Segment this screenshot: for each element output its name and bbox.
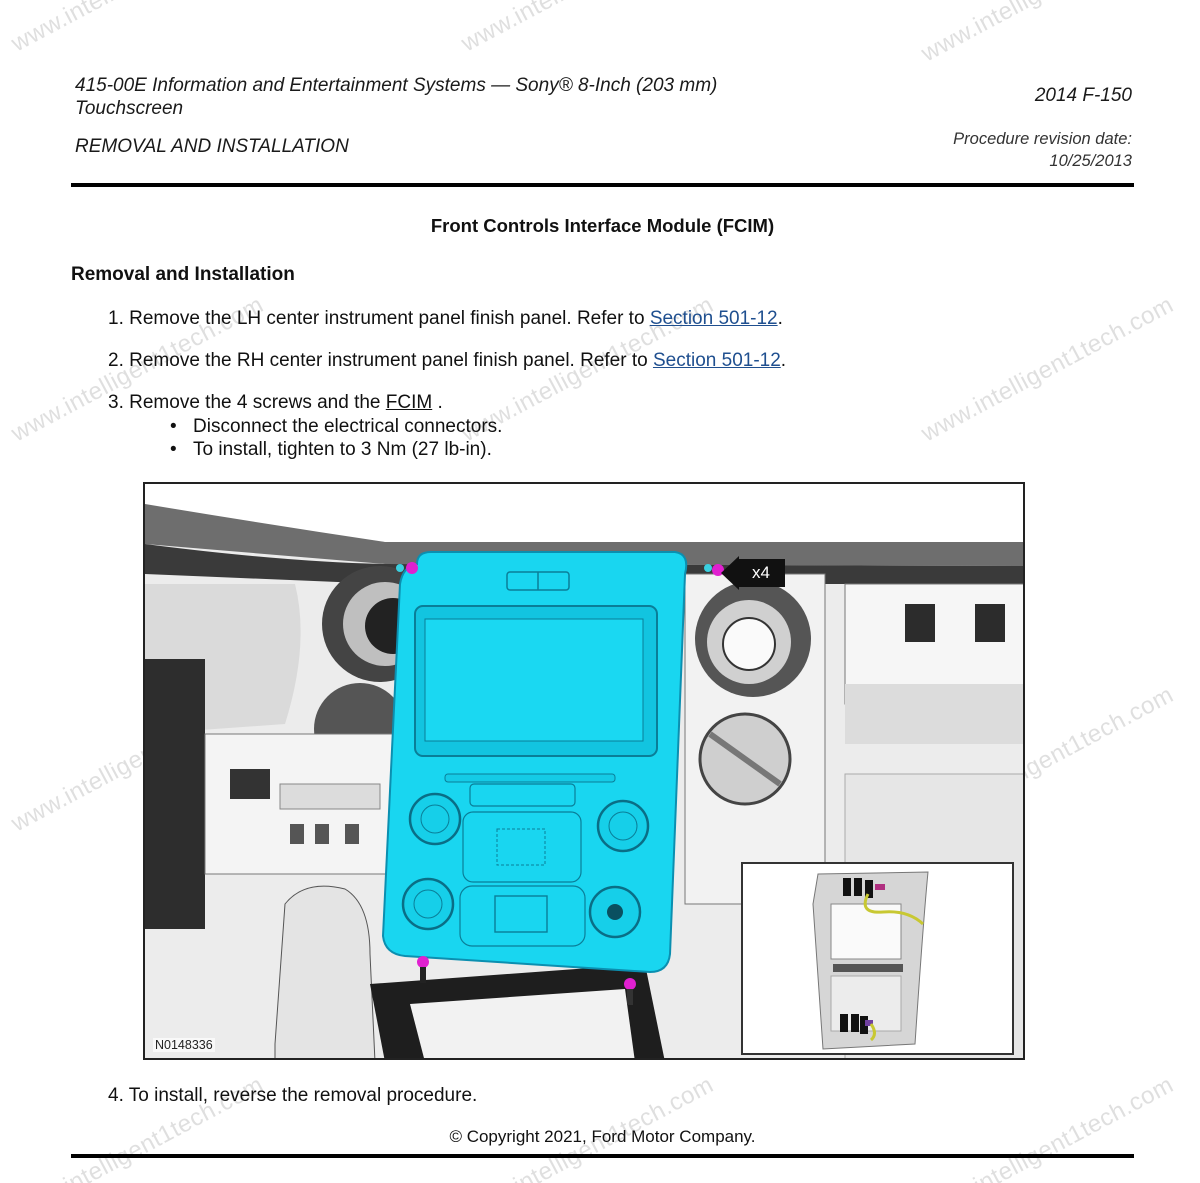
- figure-id: N0148336: [153, 1038, 215, 1052]
- watermark: www.intelligent1tech.com: [917, 0, 1179, 68]
- watermark: www.intelligent1tech.com: [457, 0, 719, 58]
- procedure-type: REMOVAL AND INSTALLATION: [75, 136, 349, 157]
- document-title: Front Controls Interface Module (FCIM): [430, 215, 775, 236]
- step-1: 1. Remove the LH center instrument panel…: [108, 308, 783, 330]
- step-text: To install, reverse the removal procedur…: [128, 1085, 478, 1106]
- step-suffix: .: [777, 308, 783, 329]
- revision-info: Procedure revision date: 10/25/2013: [953, 128, 1132, 172]
- step-number: 3.: [108, 392, 124, 413]
- step-suffix: .: [780, 350, 787, 371]
- copyright-notice: © Copyright 2021, Ford Motor Company.: [449, 1127, 756, 1146]
- manual-section-title: 415-00E Information and Entertainment Sy…: [75, 75, 718, 119]
- dashboard-drawing: [145, 484, 1023, 1058]
- section-501-12-link[interactable]: Section 501-12: [652, 350, 781, 371]
- vehicle-model: 2014 F-150: [1034, 85, 1132, 106]
- callout-arrow-icon: [721, 556, 739, 590]
- fcim-link[interactable]: FCIM: [385, 392, 433, 413]
- step-text: Remove the RH center instrument panel fi…: [129, 350, 648, 371]
- procedure-subtitle: Removal and Installation: [71, 264, 295, 285]
- header-divider: [71, 183, 1134, 187]
- bullet-item: Disconnect the electrical connectors.: [170, 415, 502, 438]
- revision-label: Procedure revision date:: [953, 130, 1132, 148]
- connector-detail-drawing: [743, 864, 1012, 1053]
- step-2: 2. Remove the RH center instrument panel…: [108, 350, 786, 372]
- bullet-item: To install, tighten to 3 Nm (27 lb-in).: [170, 438, 502, 461]
- revision-date: 10/25/2013: [1049, 152, 1132, 170]
- step-number: 1.: [108, 308, 124, 329]
- step-suffix: .: [432, 392, 443, 413]
- step-number: 2.: [108, 350, 124, 371]
- step-4: 4. To install, reverse the removal proce…: [108, 1085, 477, 1107]
- connector-detail-inset: [741, 862, 1014, 1055]
- fastener-count-callout: x4: [737, 559, 785, 587]
- step-text: Remove the LH center instrument panel fi…: [129, 308, 645, 329]
- step-3: 3. Remove the 4 screws and the FCIM .: [108, 392, 443, 414]
- fcim-removal-illustration: x4 N0148336: [143, 482, 1025, 1060]
- step-number: 4.: [108, 1085, 124, 1106]
- section-501-12-link[interactable]: Section 501-12: [649, 308, 778, 329]
- step-3-bullets: Disconnect the electrical connectors. To…: [170, 415, 502, 461]
- step-text: Remove the 4 screws and the: [129, 392, 381, 413]
- watermark: www.intelligent1tech.com: [7, 0, 269, 58]
- watermark: www.intelligent1tech.com: [916, 291, 1179, 448]
- footer-divider: [71, 1154, 1134, 1158]
